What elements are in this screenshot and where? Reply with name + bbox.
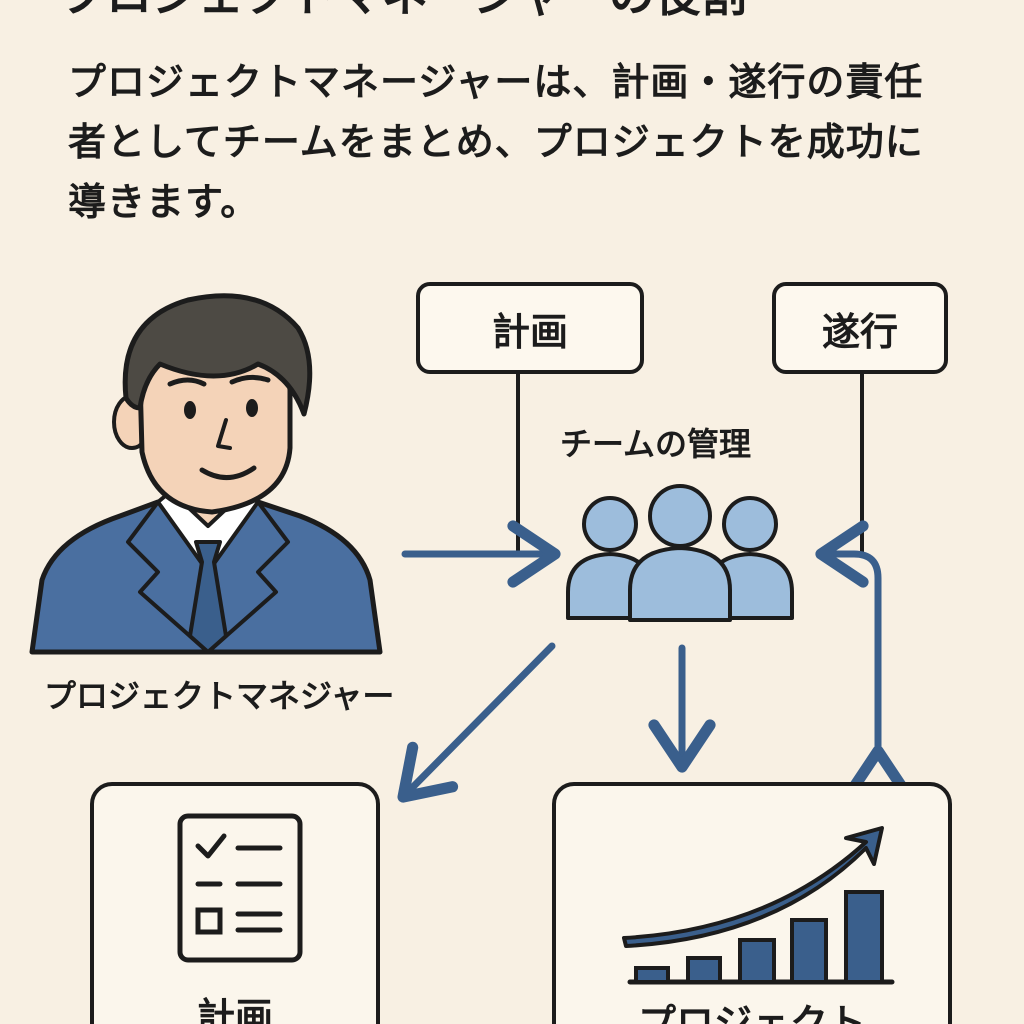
team-caption: チームの管理 — [560, 425, 752, 463]
manager-caption: プロジェクトマネジャー — [44, 677, 395, 715]
intro-line-3: 導きます。 — [68, 180, 260, 224]
feedback-arrow — [815, 520, 912, 799]
intro-line-2: 者としてチームをまとめ、プロジェクトを成功に — [68, 120, 924, 164]
project-panel: プロジェクト — [552, 782, 952, 1024]
team-icon — [566, 484, 794, 622]
project-panel-label: プロジェクト — [637, 1001, 866, 1024]
plan-box-label: 計画 — [491, 309, 568, 354]
intro-text: プロジェクトマネージャーは、計画・遂行の責任 者としてチームをまとめ、プロジェク… — [68, 52, 968, 232]
execution-box: 遂行 — [772, 282, 948, 374]
page-title: プロジェクトマネージャーの役割 — [60, 0, 960, 18]
plan-panel-label: 計画 — [196, 995, 273, 1024]
checklist-icon — [177, 813, 303, 963]
plan-box: 計画 — [416, 282, 644, 374]
growth-chart-icon — [622, 826, 895, 985]
team-to-plan-arrow — [397, 642, 556, 803]
execution-box-label: 遂行 — [821, 309, 898, 354]
intro-line-1: プロジェクトマネージャーは、計画・遂行の責任 — [68, 60, 924, 104]
plan-panel: 計画 — [90, 782, 380, 1024]
manager-illustration-icon — [29, 293, 383, 655]
